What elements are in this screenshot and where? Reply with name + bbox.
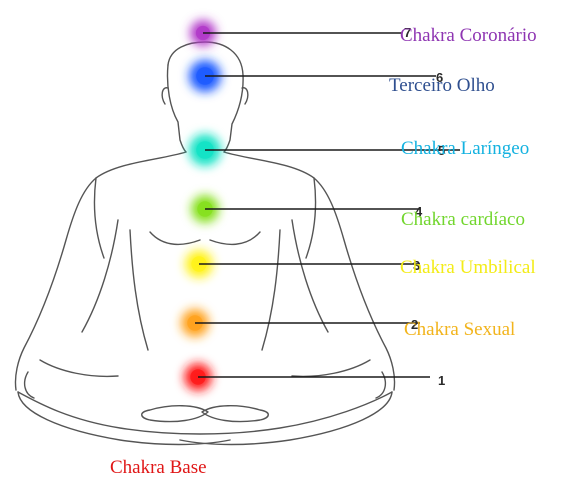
figure-outline-stroke bbox=[376, 372, 385, 398]
chakra-label-7: Chakra Coronário bbox=[400, 26, 537, 45]
figure-outline-stroke bbox=[210, 232, 260, 244]
chakra-number-1: 1 bbox=[438, 374, 445, 387]
right-shoulder bbox=[224, 152, 395, 390]
figure-outline-stroke bbox=[150, 232, 200, 244]
chakra-label-2: Chakra Sexual bbox=[404, 320, 515, 339]
legs-outline bbox=[18, 392, 392, 434]
chakra-label-5: Chakra Laríngeo bbox=[401, 139, 529, 158]
figure-outline-stroke bbox=[142, 406, 208, 422]
chakra-label-1: Chakra Base bbox=[110, 458, 207, 477]
figure-outline-stroke bbox=[292, 360, 370, 376]
figure-outline-stroke bbox=[25, 372, 34, 398]
chakra-label-3: Chakra Umbilical bbox=[400, 258, 536, 277]
head-outline-left bbox=[167, 65, 186, 152]
figure-outline-stroke bbox=[130, 230, 148, 350]
figure-outline-stroke bbox=[94, 178, 104, 258]
figure-outline-stroke bbox=[292, 220, 328, 332]
figure-outline-stroke bbox=[18, 392, 230, 445]
chakra-label-4: Chakra cardíaco bbox=[401, 210, 525, 229]
figure-outline-stroke bbox=[306, 178, 316, 258]
figure-outline-stroke bbox=[262, 230, 280, 350]
figure-outline-stroke bbox=[202, 406, 268, 422]
chakra-label-6: Terceiro Olho bbox=[389, 76, 495, 95]
figure-outline-stroke bbox=[82, 220, 118, 332]
figure-outline-stroke bbox=[180, 392, 392, 445]
figure-outline-stroke bbox=[40, 360, 118, 376]
left-shoulder bbox=[15, 152, 186, 390]
figure-outline-stroke bbox=[162, 88, 168, 104]
